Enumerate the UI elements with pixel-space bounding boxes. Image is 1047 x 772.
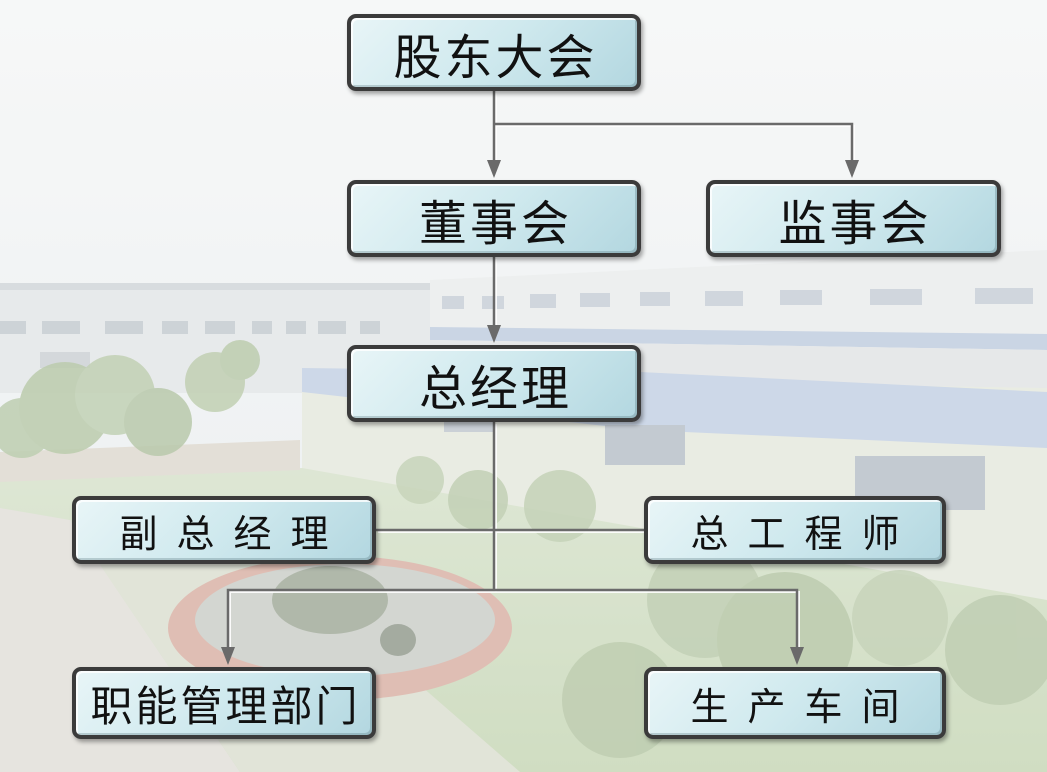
tree xyxy=(524,470,596,542)
tree xyxy=(124,388,192,456)
window xyxy=(318,321,346,334)
window xyxy=(975,288,1033,304)
window xyxy=(252,321,272,334)
connector-highlight xyxy=(496,125,855,164)
arrowhead-down xyxy=(221,647,235,665)
window xyxy=(870,289,922,305)
arrowhead-down xyxy=(790,647,804,665)
node-chief-engineer: 总工程师 xyxy=(644,496,946,564)
connector-highlight xyxy=(229,591,800,651)
tree xyxy=(852,570,948,666)
window xyxy=(205,321,235,334)
arrowhead-down xyxy=(487,325,501,343)
window xyxy=(530,294,556,308)
window xyxy=(0,321,26,334)
node-shareholders-meeting: 股东大会 xyxy=(347,14,641,91)
window xyxy=(42,321,80,334)
window xyxy=(162,321,188,334)
node-functional-departments: 职能管理部门 xyxy=(72,667,376,739)
pond-rockery xyxy=(272,566,388,634)
window xyxy=(360,321,380,334)
node-label: 生产车间 xyxy=(690,684,919,729)
node-label: 董事会 xyxy=(418,195,572,252)
node-production-workshop: 生产车间 xyxy=(644,667,946,739)
node-board-of-directors: 董事会 xyxy=(347,180,641,257)
node-label: 股东大会 xyxy=(393,29,598,86)
connector-departments-branch xyxy=(226,588,799,649)
window xyxy=(640,292,670,306)
left-building-roof xyxy=(0,283,432,290)
tree xyxy=(945,595,1047,705)
node-label: 总经理 xyxy=(418,360,572,417)
trees xyxy=(0,340,1047,758)
window xyxy=(605,425,685,465)
node-label: 职能管理部门 xyxy=(90,681,361,731)
window xyxy=(705,291,743,306)
node-label: 监事会 xyxy=(778,195,932,252)
window xyxy=(286,321,306,334)
arrowhead-down xyxy=(845,160,859,178)
window xyxy=(780,290,822,305)
tree xyxy=(220,340,260,380)
connector-shareholders-to-supervisory xyxy=(494,122,854,162)
pond-rock xyxy=(380,624,416,656)
node-general-manager: 总经理 xyxy=(347,345,641,422)
connector-highlights xyxy=(229,93,855,651)
tree xyxy=(396,456,444,504)
node-deputy-general-manager: 副总经理 xyxy=(72,496,376,564)
node-supervisory-board: 监事会 xyxy=(706,180,1001,257)
arrowhead-down xyxy=(487,160,501,178)
window xyxy=(580,293,610,307)
node-label: 副总经理 xyxy=(119,511,348,556)
node-label: 总工程师 xyxy=(690,511,919,556)
window xyxy=(442,296,464,309)
rear-building-roof-band xyxy=(430,327,1047,350)
window xyxy=(105,321,143,334)
